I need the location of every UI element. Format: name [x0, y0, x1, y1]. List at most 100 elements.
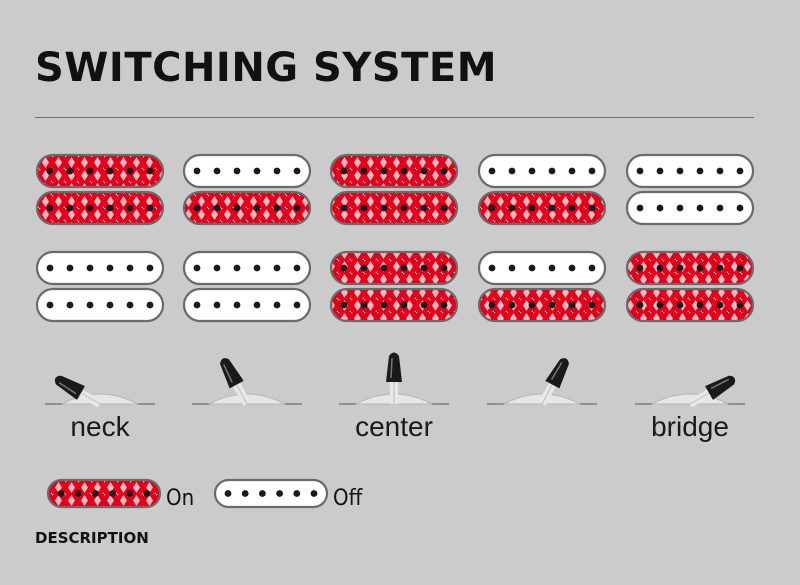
pole-piece: [74, 490, 82, 497]
pole-piece: [420, 204, 428, 212]
legend-label: On: [166, 486, 194, 511]
selector-switch-pos2: [192, 358, 302, 406]
legend-swatch-off: [213, 478, 329, 509]
pole-piece: [46, 301, 54, 309]
switch-lever-icon: [220, 358, 251, 406]
pole-piece: [696, 204, 704, 212]
pickups-layer: [35, 153, 755, 323]
pickup-pos3-row1-bottom: [329, 190, 459, 226]
pole-piece: [253, 204, 261, 212]
pole-piece: [568, 301, 576, 309]
pickup-pos3-row2-bottom: [329, 287, 459, 323]
pole-piece: [310, 490, 318, 497]
pole-piece: [143, 490, 151, 497]
pole-piece: [293, 490, 301, 497]
pole-piece: [696, 167, 704, 175]
selector-switch-pos3: center: [339, 352, 449, 442]
switch-lever-icon: [688, 375, 736, 408]
position-label: bridge: [651, 411, 729, 442]
pole-piece: [193, 204, 201, 212]
pole-piece: [360, 204, 368, 212]
pickup-pos4-row1-bottom: [477, 190, 607, 226]
pole-piece: [528, 264, 536, 272]
pickup-pos1-row2-bottom: [35, 287, 165, 323]
pole-piece: [276, 490, 283, 497]
switch-lever-icon: [538, 358, 569, 406]
pole-piece: [146, 264, 154, 272]
pole-piece: [488, 167, 496, 175]
position-label: center: [355, 411, 433, 442]
pole-piece: [126, 204, 134, 212]
pole-piece: [360, 167, 368, 175]
pole-piece: [636, 167, 644, 175]
pickup-pos3-row1-top: [329, 153, 459, 189]
pole-piece: [488, 264, 496, 272]
pole-piece: [224, 490, 232, 497]
pole-piece: [126, 167, 134, 175]
pole-piece: [716, 264, 724, 272]
pole-piece: [588, 264, 596, 272]
pole-piece: [233, 264, 241, 272]
pole-piece: [488, 301, 496, 309]
pickup-pos3-row2-top: [329, 250, 459, 286]
pole-piece: [716, 204, 724, 212]
pole-piece: [293, 167, 301, 175]
pole-piece: [676, 264, 684, 272]
pole-piece: [420, 167, 428, 175]
pole-piece: [126, 264, 134, 272]
pole-piece: [568, 204, 576, 212]
pickup-pos4-row1-top: [477, 153, 607, 189]
pole-piece: [92, 490, 99, 497]
pole-piece: [253, 264, 261, 272]
pole-piece: [233, 167, 241, 175]
title-divider: [35, 117, 754, 118]
pole-piece: [736, 264, 744, 272]
pole-piece: [736, 167, 744, 175]
pole-piece: [508, 167, 516, 175]
selector-switch-pos4: [487, 358, 597, 406]
pole-piece: [213, 204, 221, 212]
pole-piece: [360, 264, 368, 272]
pole-piece: [106, 264, 114, 272]
switch-lever-icon: [386, 352, 402, 404]
pole-piece: [293, 301, 301, 309]
selector-switch-pos5: bridge: [635, 375, 745, 442]
pole-piece: [636, 264, 644, 272]
pole-piece: [636, 204, 644, 212]
pole-piece: [420, 301, 428, 309]
pole-piece: [380, 204, 388, 212]
pole-piece: [193, 301, 201, 309]
pole-piece: [57, 490, 65, 497]
legend-item-on: On: [46, 478, 194, 511]
pole-piece: [696, 264, 704, 272]
pole-piece: [656, 167, 664, 175]
pole-piece: [106, 204, 114, 212]
pole-piece: [440, 301, 448, 309]
pole-piece: [488, 204, 496, 212]
pole-piece: [146, 301, 154, 309]
pole-piece: [233, 204, 241, 212]
pole-piece: [440, 167, 448, 175]
pole-piece: [86, 204, 94, 212]
pole-piece: [273, 167, 281, 175]
pole-piece: [66, 301, 74, 309]
legend-item-off: Off: [213, 478, 364, 511]
pole-piece: [676, 204, 684, 212]
pole-piece: [508, 204, 516, 212]
pickup-pos5-row1-top: [625, 153, 755, 189]
pole-piece: [736, 204, 744, 212]
pole-piece: [716, 301, 724, 309]
pole-piece: [528, 301, 536, 309]
pole-piece: [656, 301, 664, 309]
pickup-pos5-row2-top: [625, 250, 755, 286]
pole-piece: [86, 167, 94, 175]
pole-piece: [146, 204, 154, 212]
pole-piece: [66, 204, 74, 212]
pole-piece: [293, 204, 301, 212]
pole-piece: [380, 167, 388, 175]
pole-piece: [380, 264, 388, 272]
pole-piece: [259, 490, 266, 497]
pole-piece: [588, 204, 596, 212]
